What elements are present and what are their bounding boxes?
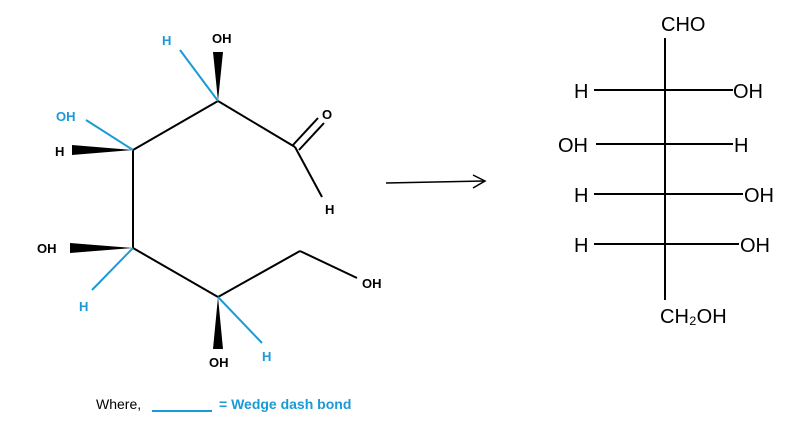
wedge-c5-oh [213, 297, 223, 349]
fischer-row-3-right: OH [744, 185, 774, 207]
bond-c1-o-double-b [298, 122, 325, 151]
wedge-c3-h [72, 145, 133, 155]
dash-bond-c5-h [217, 296, 263, 344]
bond-c1-c2 [217, 100, 296, 148]
fischer-row-1-left: H [574, 81, 588, 103]
label-c3-oh: OH [56, 109, 76, 124]
label-c5-h: H [262, 349, 271, 364]
bond-c1-o-double-a [292, 117, 319, 146]
fischer-row-1-right: OH [733, 81, 763, 103]
label-aldehyde-h: H [325, 202, 334, 217]
skeletal-structure: H OH O H OH H OH H OH H OH [37, 31, 382, 370]
bond-c6-oh [299, 250, 358, 279]
label-c6-oh: OH [362, 276, 382, 291]
dash-bond-c3-oh [85, 119, 134, 151]
label-c4-h: H [79, 299, 88, 314]
bond-c4-c5 [132, 247, 219, 298]
bond-c2-c3 [132, 100, 219, 151]
label-aldehyde-o: O [322, 107, 332, 122]
label-c2-oh: OH [212, 31, 232, 46]
label-c5-oh: OH [209, 355, 229, 370]
legend: Where, = Wedge dash bond [96, 396, 351, 412]
fischer-row-3-left: H [574, 185, 588, 207]
dash-bond-c4-h [91, 247, 134, 291]
reaction-arrow [385, 174, 487, 189]
fischer-bottom-label: CH₂OH [660, 306, 727, 328]
label-c2-h: H [162, 33, 171, 48]
fischer-projection: CHO CH₂OH H OH OH H H OH H OH [558, 14, 774, 328]
bond-c1-h [294, 146, 323, 198]
fischer-row-4-right: OH [740, 235, 770, 257]
bond-c5-c6 [217, 250, 301, 298]
label-c3-h: H [55, 144, 64, 159]
wedge-c2-oh [213, 52, 223, 101]
wedge-c4-oh [70, 243, 133, 253]
legend-prefix: Where, [96, 396, 141, 412]
label-c4-oh: OH [37, 241, 57, 256]
fischer-row-4-left: H [574, 235, 588, 257]
dash-bond-c2-h [179, 49, 219, 102]
fischer-row-2-left: OH [558, 135, 588, 157]
legend-text: = Wedge dash bond [219, 396, 351, 412]
fischer-top-label: CHO [661, 14, 705, 36]
fischer-row-2-right: H [734, 135, 748, 157]
